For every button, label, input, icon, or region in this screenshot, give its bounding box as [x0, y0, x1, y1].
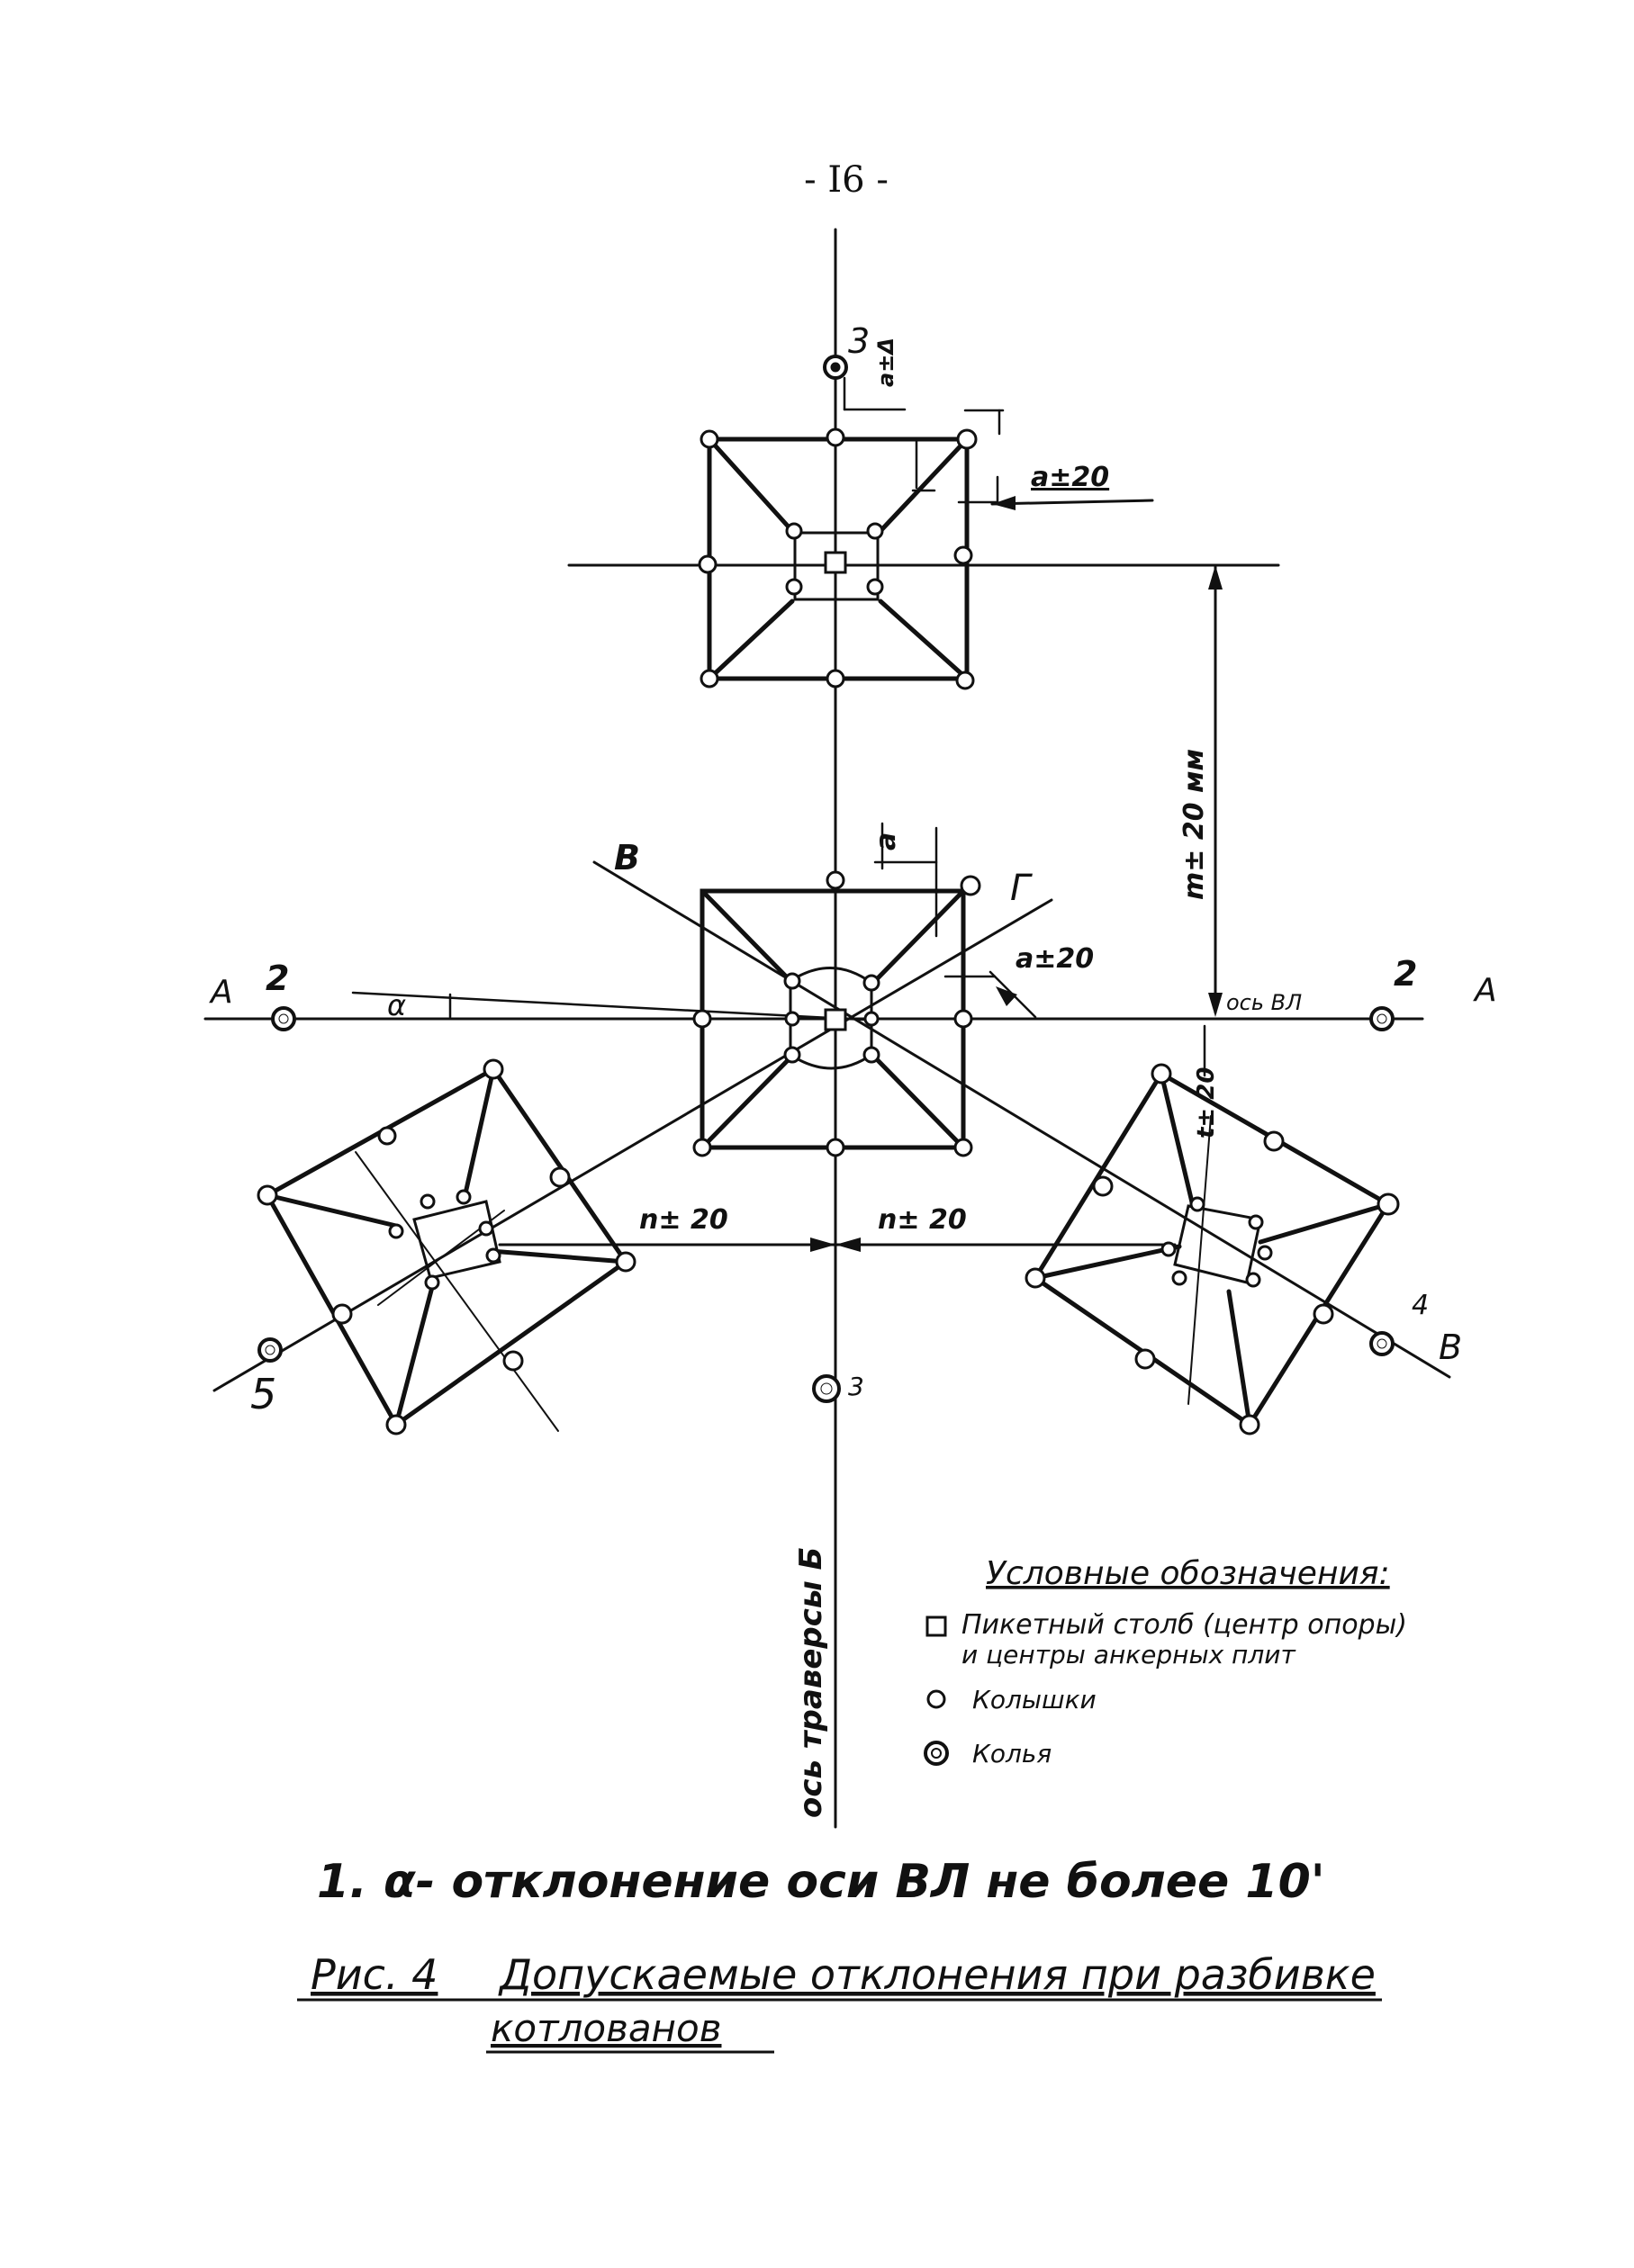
legend-item-2-line1: Колышки — [972, 1685, 1097, 1714]
pole-center-squares — [824, 551, 847, 1031]
diagonal-axis-g — [212, 898, 1053, 1392]
peg-markers — [257, 355, 1395, 1403]
axis-g-label: Г — [1010, 868, 1033, 909]
legend: Условные обозначения: Пикетный столб (це… — [924, 1555, 1407, 1768]
dim-n20-left-label: n± 20 — [639, 1204, 728, 1236]
stake-2-right-label: 2 — [1394, 954, 1417, 994]
square-icon — [925, 1616, 947, 1637]
legend-title: Условные обозначения: — [986, 1555, 1390, 1592]
page-number: - I6 - — [804, 159, 889, 201]
dim-a-mid-label: a — [871, 832, 902, 850]
dim-a20-top-label: a±20 — [1031, 462, 1109, 493]
deviated-axis-line — [351, 991, 866, 1022]
stake-3-top-label: 3 — [848, 321, 870, 361]
dim-m20-label: m± 20 мм — [1178, 749, 1210, 900]
axis-a-left-label: А — [209, 974, 233, 1011]
diagonal-axis-v — [592, 860, 1451, 1379]
axis-a-right-label: А — [1473, 972, 1497, 1009]
stake-4-label: 4 — [1412, 1290, 1429, 1321]
figure-caption: Рис. 4 Допускаемые отклонения при разбив… — [297, 1950, 1382, 2054]
stake-3-bottom-label: 3 — [848, 1372, 864, 1401]
traverse-axis-label: ось траверсы Б — [793, 1547, 829, 1818]
dim-t20-label: t± 20 — [1193, 1067, 1220, 1138]
caption-line2: котлованов — [491, 2006, 721, 2050]
dim-n20-right-label: n± 20 — [878, 1204, 967, 1236]
dim-a20-mid-label: a±20 — [1016, 943, 1094, 975]
legend-item-1-line1: Пикетный столб (центр опоры) — [961, 1609, 1407, 1641]
axis-vl-label: ось ВЛ — [1226, 990, 1302, 1015]
note-text: 1. α- отклонение оси ВЛ не более 10' — [317, 1855, 1325, 1909]
axis-v-right-label: В — [1439, 1328, 1462, 1367]
axis-b-top-label: В — [614, 838, 640, 878]
caption-prefix: Рис. 4 — [311, 1950, 438, 1999]
legend-item-1-line2: и центры анкерных плит — [961, 1640, 1295, 1670]
alpha-label: α — [387, 988, 406, 1022]
circle-icon — [926, 1689, 946, 1709]
left-foundation — [264, 1066, 629, 1432]
top-foundation — [707, 376, 1154, 681]
stake-circles — [257, 428, 1400, 1436]
legend-item-3-line1: Колья — [972, 1739, 1052, 1768]
stake-2-left-label: 2 — [266, 958, 289, 998]
caption-line1: Допускаемые отклонения при разбивке — [498, 1950, 1376, 1999]
stake-5-label: 5 — [250, 1370, 276, 1418]
dim-a-top-label: a±Δ — [873, 338, 898, 387]
